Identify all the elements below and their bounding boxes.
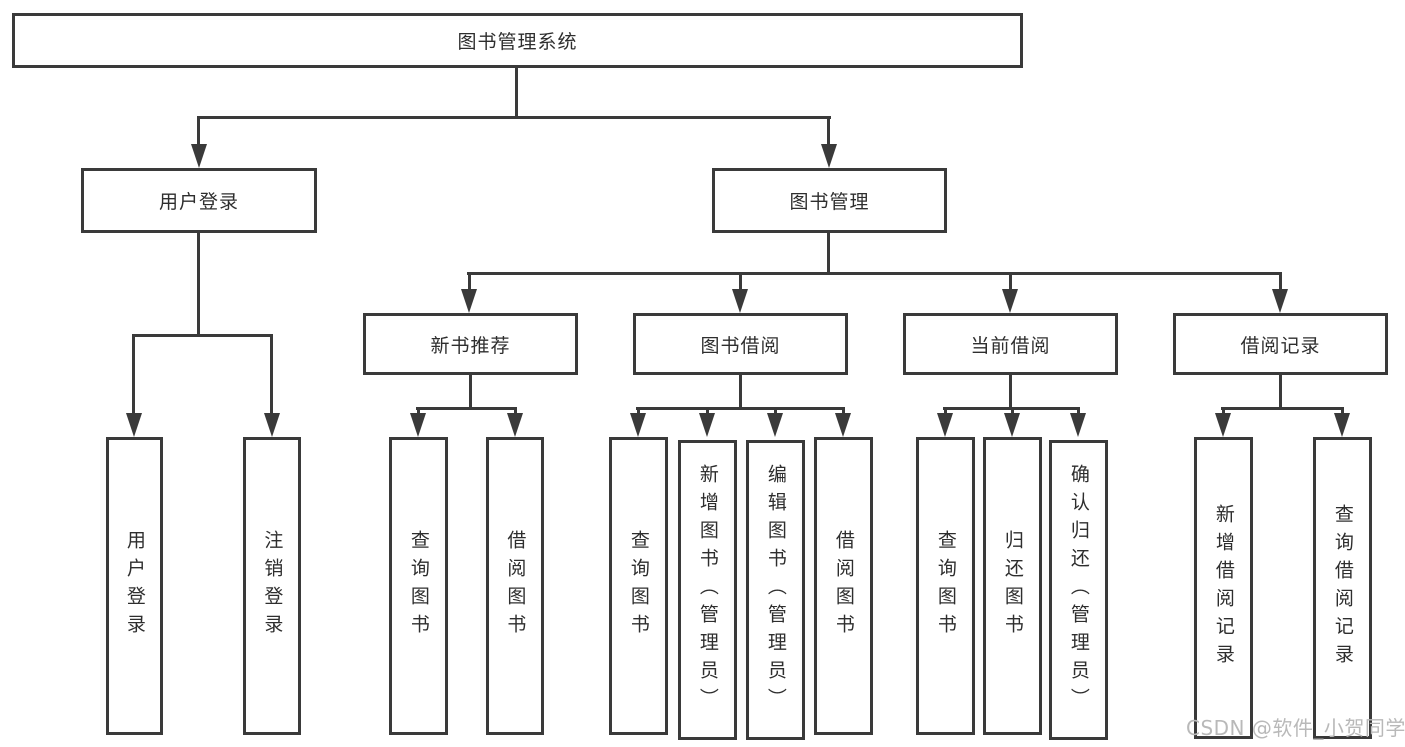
connector-line bbox=[637, 407, 640, 416]
node-label: 用户登录 bbox=[123, 530, 146, 642]
node-label: 借阅记录 bbox=[1240, 334, 1321, 357]
arrow-down-icon bbox=[1004, 413, 1020, 437]
arrow-down-icon bbox=[1002, 289, 1018, 313]
leaf-query-borrow-record: 查询借阅记录 bbox=[1313, 437, 1372, 739]
node-label: 借阅图书 bbox=[832, 530, 855, 642]
node-label: 图书借阅 bbox=[700, 334, 781, 357]
connector-line bbox=[739, 272, 742, 291]
leaf-return-books: 归还图书 bbox=[983, 437, 1042, 735]
connector-line bbox=[197, 116, 200, 146]
connector-line bbox=[467, 272, 1282, 275]
node-book-management: 图书管理 bbox=[712, 168, 947, 233]
connector-line bbox=[739, 375, 742, 409]
connector-line bbox=[1009, 272, 1012, 291]
connector-line bbox=[1011, 407, 1014, 416]
node-label: 新增图书（管理员） bbox=[696, 464, 719, 716]
connector-line bbox=[514, 407, 517, 416]
arrow-down-icon bbox=[191, 144, 207, 168]
connector-line bbox=[468, 272, 471, 291]
connector-line bbox=[469, 375, 472, 409]
node-label: 图书管理 bbox=[789, 191, 870, 213]
node-label: 查询图书 bbox=[934, 530, 957, 642]
connector-line bbox=[1279, 272, 1282, 291]
connector-line bbox=[1222, 407, 1225, 416]
leaf-borrow-books-recommend: 借阅图书 bbox=[486, 437, 544, 735]
leaf-logout: 注销登录 bbox=[243, 437, 301, 735]
leaf-query-books-current: 查询图书 bbox=[916, 437, 975, 735]
arrow-down-icon bbox=[1070, 413, 1086, 437]
arrow-down-icon bbox=[767, 413, 783, 437]
node-label: 当前借阅 bbox=[970, 334, 1051, 357]
connector-line bbox=[416, 407, 517, 410]
connector-line bbox=[1009, 375, 1012, 409]
arrow-down-icon bbox=[1272, 289, 1288, 313]
connector-line bbox=[270, 334, 273, 415]
node-label: 借阅图书 bbox=[504, 530, 527, 642]
node-current-borrowing: 当前借阅 bbox=[903, 313, 1118, 375]
arrow-down-icon bbox=[732, 289, 748, 313]
csdn-watermark: CSDN @软件_小贺同学 bbox=[1186, 716, 1405, 740]
arrow-down-icon bbox=[264, 413, 280, 437]
leaf-edit-books-admin: 编辑图书（管理员） bbox=[746, 440, 805, 740]
arrow-down-icon bbox=[461, 289, 477, 313]
arrow-down-icon bbox=[630, 413, 646, 437]
arrow-down-icon bbox=[507, 413, 523, 437]
arrow-down-icon bbox=[1334, 413, 1350, 437]
connector-line bbox=[842, 407, 845, 416]
node-label: 查询图书 bbox=[407, 530, 430, 642]
connector-line bbox=[1077, 407, 1080, 416]
arrow-down-icon bbox=[937, 413, 953, 437]
node-label: 新增借阅记录 bbox=[1212, 504, 1235, 672]
arrow-down-icon bbox=[835, 413, 851, 437]
connector-line bbox=[827, 233, 830, 275]
connector-line bbox=[1341, 407, 1344, 416]
node-label: 新书推荐 bbox=[430, 334, 511, 357]
arrow-down-icon bbox=[821, 144, 837, 168]
node-user-login: 用户登录 bbox=[81, 168, 317, 233]
node-borrowing-records: 借阅记录 bbox=[1173, 313, 1388, 375]
node-label: 注销登录 bbox=[261, 530, 284, 642]
node-label: 用户登录 bbox=[158, 191, 239, 213]
node-label: 图书管理系统 bbox=[457, 31, 578, 53]
connector-line bbox=[774, 407, 777, 416]
connector-line bbox=[636, 407, 845, 410]
arrow-down-icon bbox=[410, 413, 426, 437]
connector-line bbox=[197, 233, 200, 337]
connector-line bbox=[417, 407, 420, 416]
leaf-query-books-recommend: 查询图书 bbox=[389, 437, 448, 735]
node-label: 归还图书 bbox=[1001, 530, 1024, 642]
leaf-query-books-borrowing: 查询图书 bbox=[609, 437, 668, 735]
node-label: 查询借阅记录 bbox=[1331, 504, 1354, 672]
node-label: 确认归还（管理员） bbox=[1067, 464, 1090, 716]
connector-line bbox=[132, 334, 273, 337]
node-label: 编辑图书（管理员） bbox=[764, 464, 787, 716]
node-library-system: 图书管理系统 bbox=[12, 13, 1023, 68]
node-book-borrowing: 图书借阅 bbox=[633, 313, 848, 375]
leaf-borrow-books: 借阅图书 bbox=[814, 437, 873, 735]
connector-line bbox=[132, 334, 135, 415]
arrow-down-icon bbox=[699, 413, 715, 437]
connector-line bbox=[706, 407, 709, 416]
node-label: 查询图书 bbox=[627, 530, 650, 642]
connector-line bbox=[197, 116, 831, 119]
connector-line bbox=[1221, 407, 1344, 410]
connector-line bbox=[827, 116, 830, 146]
leaf-add-books-admin: 新增图书（管理员） bbox=[678, 440, 737, 740]
arrow-down-icon bbox=[126, 413, 142, 437]
leaf-user-login: 用户登录 bbox=[106, 437, 163, 735]
leaf-confirm-return-admin: 确认归还（管理员） bbox=[1049, 440, 1108, 740]
node-new-book-recommend: 新书推荐 bbox=[363, 313, 578, 375]
leaf-add-borrow-record: 新增借阅记录 bbox=[1194, 437, 1253, 739]
connector-line bbox=[944, 407, 947, 416]
arrow-down-icon bbox=[1215, 413, 1231, 437]
connector-line bbox=[1279, 375, 1282, 409]
connector-line bbox=[515, 68, 518, 118]
